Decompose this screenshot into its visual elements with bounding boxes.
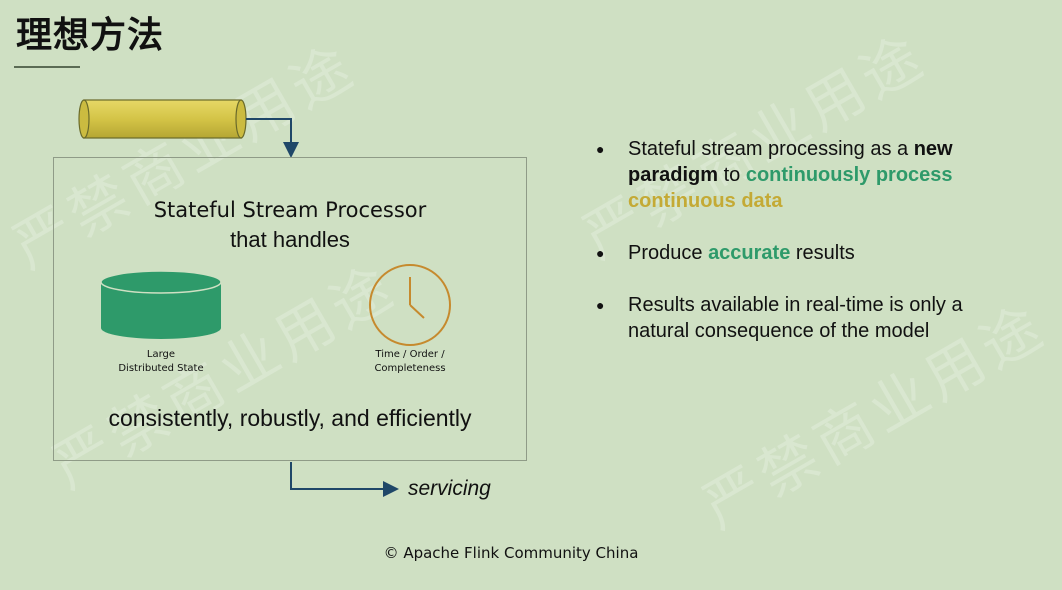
- time-caption-line2: Completeness: [374, 363, 446, 374]
- output-arrow: [290, 462, 399, 497]
- processor-subtitle: that handles: [230, 227, 350, 252]
- state-caption-line1: Large: [146, 349, 176, 360]
- time-caption-line1: Time / Order /: [375, 349, 445, 360]
- bullet-text: to: [718, 164, 746, 186]
- bullet-text-green: accurate: [708, 242, 791, 264]
- bullet-text-green: continuously process: [745, 164, 953, 186]
- input-arrow: [246, 118, 299, 158]
- bullet-text: Results available in real-time is only a…: [628, 294, 963, 342]
- stream-processor-box: [53, 157, 527, 461]
- bullet-item: Produce accurate results: [596, 240, 1006, 266]
- database-icon: [100, 270, 222, 339]
- processor-title: Stateful Stream Processor: [153, 198, 427, 222]
- bullet-text: results: [790, 242, 855, 264]
- bullet-text: Produce: [628, 242, 709, 264]
- bullet-text-gold: continuous data: [628, 190, 783, 212]
- bullet-list: Stateful stream processing as a new para…: [596, 136, 1006, 370]
- bullet-text: Stateful stream processing as a: [628, 138, 914, 160]
- slide-title: 理想方法: [16, 15, 165, 56]
- title-underline: [14, 66, 80, 68]
- input-stream-tube: [78, 99, 247, 139]
- processor-qualities: consistently, robustly, and efficiently: [108, 405, 472, 431]
- state-caption: Large Distributed State: [101, 348, 221, 376]
- state-caption-line2: Distributed State: [118, 363, 204, 374]
- output-label: servicing: [408, 477, 491, 500]
- bullet-text-bold: new paradigm: [628, 138, 953, 186]
- bullet-item: Stateful stream processing as a new para…: [596, 136, 1006, 214]
- bullet-item: Results available in real-time is only a…: [596, 292, 1006, 344]
- clock-icon: [369, 264, 451, 346]
- copyright-footer: © Apache Flink Community China: [383, 544, 639, 562]
- time-caption: Time / Order / Completeness: [350, 348, 470, 376]
